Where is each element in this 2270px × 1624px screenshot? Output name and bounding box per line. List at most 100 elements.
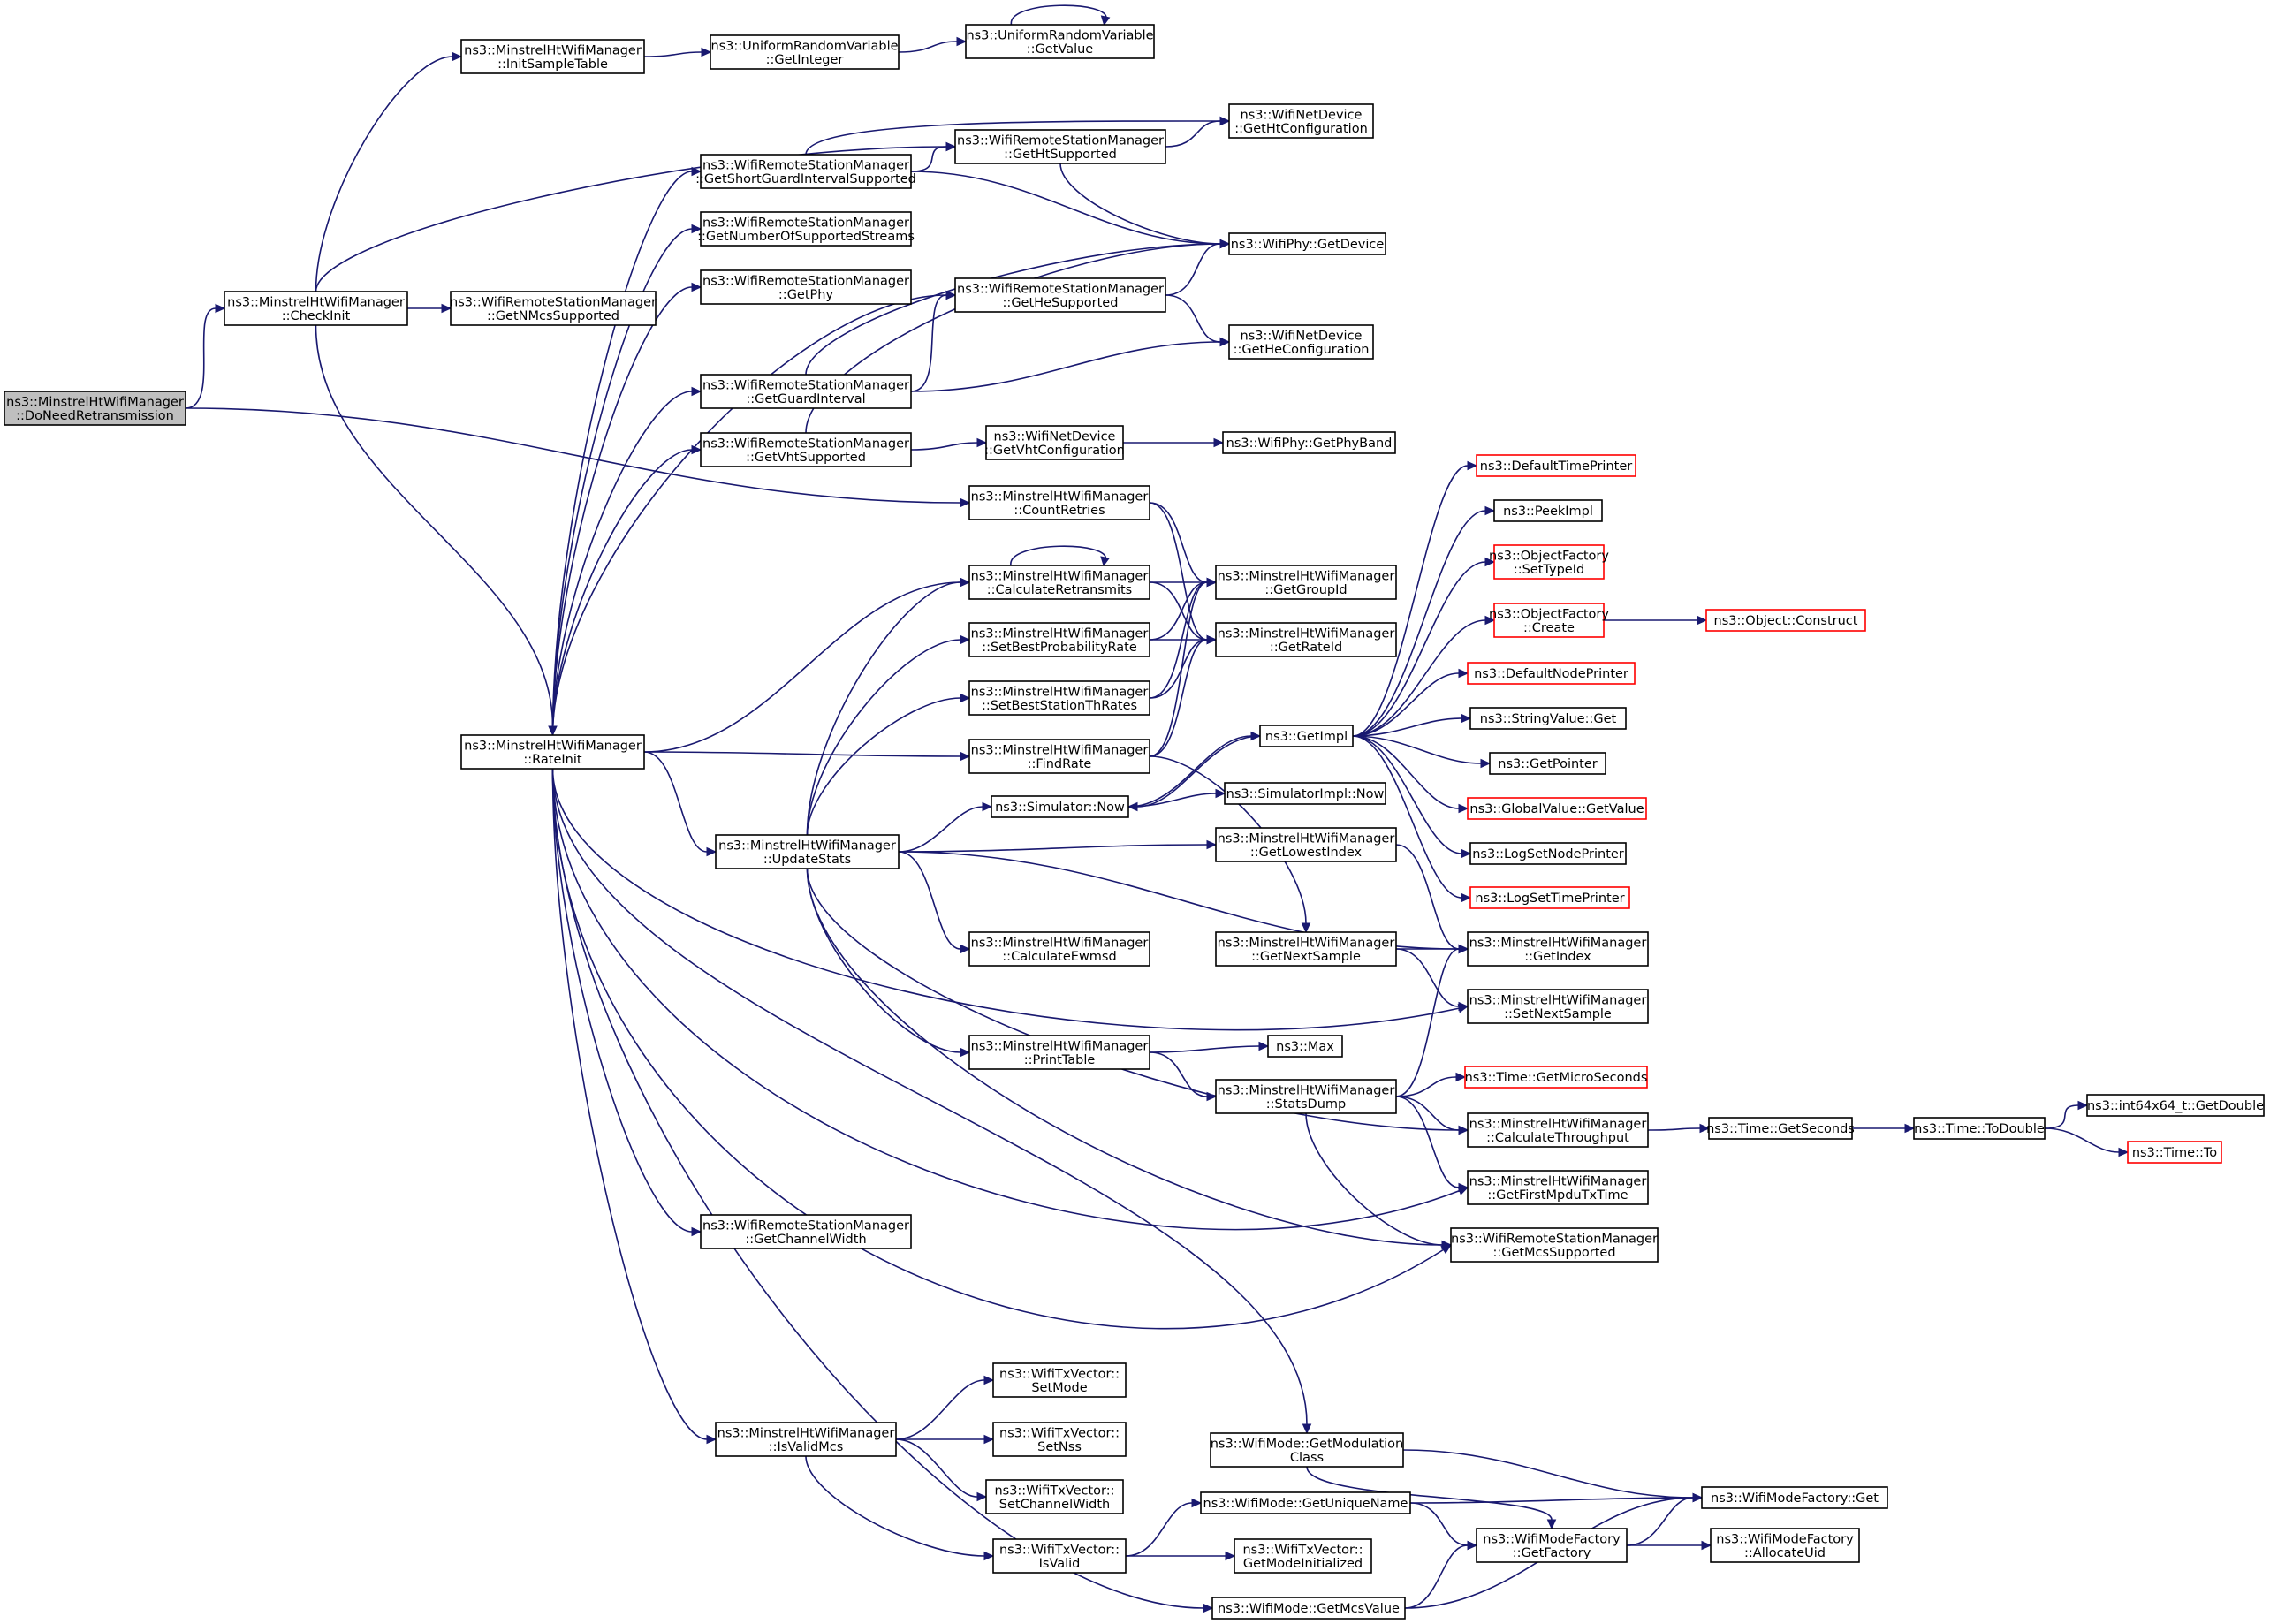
node-statsdump[interactable]: ns3::MinstrelHtWifiManager::StatsDump <box>1215 1079 1397 1114</box>
edge-arrowhead <box>982 801 993 812</box>
edge-checkinit-to-getnmcs <box>407 303 452 314</box>
node-int64getdouble[interactable]: ns3::int64x64_t::GetDouble <box>2086 1094 2265 1117</box>
node-logsettime[interactable]: ns3::LogSetTimePrinter <box>1469 886 1630 909</box>
node-label-line: ns3::WifiTxVector:: <box>999 1426 1120 1440</box>
edge-getlowest-to-getindex <box>1395 844 1469 954</box>
node-mfallocuid[interactable]: ns3::WifiModeFactory::AllocateUid <box>1710 1528 1860 1563</box>
node-txgetmodeinit[interactable]: ns3::WifiTxVector::GetModeInitialized <box>1234 1538 1372 1574</box>
node-findrate[interactable]: ns3::MinstrelHtWifiManager::FindRate <box>968 739 1150 774</box>
node-timegetsec[interactable]: ns3::Time::GetSeconds <box>1706 1117 1855 1140</box>
node-strvalget[interactable]: ns3::StringValue::Get <box>1469 707 1627 730</box>
node-mfget[interactable]: ns3::WifiModeFactory::Get <box>1701 1486 1888 1509</box>
node-label-line: ::AllocateUid <box>1744 1546 1826 1560</box>
node-getindex[interactable]: ns3::MinstrelHtWifiManager::GetIndex <box>1467 931 1649 967</box>
node-ofsettype[interactable]: ns3::ObjectFactory::SetTypeId <box>1489 544 1609 580</box>
node-getmcssup[interactable]: ns3::WifiRemoteStationManager::GetMcsSup… <box>1450 1227 1659 1263</box>
node-box <box>4 391 186 426</box>
node-mfgetfactory[interactable]: ns3::WifiModeFactory::GetFactory <box>1476 1528 1628 1563</box>
node-txsetchw[interactable]: ns3::WifiTxVector::SetChannelWidth <box>985 1479 1124 1514</box>
node-getpointer[interactable]: ns3::GetPointer <box>1489 752 1606 775</box>
node-box <box>1215 931 1397 967</box>
node-objconstruct[interactable]: ns3::Object::Construct <box>1705 609 1866 632</box>
node-getvht[interactable]: ns3::WifiRemoteStationManager::GetVhtSup… <box>700 432 912 467</box>
node-getchwidth[interactable]: ns3::WifiRemoteStationManager::GetChanne… <box>700 1214 912 1249</box>
node-gethe[interactable]: ns3::WifiRemoteStationManager::GetHeSupp… <box>954 277 1166 313</box>
node-urvgetint[interactable]: ns3::UniformRandomVariable::GetInteger <box>710 34 900 70</box>
node-label-line: IsValid <box>1039 1557 1081 1571</box>
edge-line <box>1395 948 1460 1007</box>
node-ratei[interactable]: ns3::MinstrelHtWifiManager::RateInit <box>460 734 645 770</box>
node-label-line: ::CalculateThroughput <box>1486 1131 1629 1145</box>
node-timeto[interactable]: ns3::Time::To <box>2127 1141 2222 1164</box>
node-phyband[interactable]: ns3::WifiPhy::GetPhyBand <box>1222 431 1396 454</box>
node-txsetmode[interactable]: ns3::WifiTxVector::SetMode <box>992 1362 1127 1398</box>
node-max[interactable]: ns3::Max <box>1267 1035 1343 1058</box>
edge-arrowhead <box>691 1226 702 1237</box>
node-label-line: ns3::UniformRandomVariable <box>966 28 1153 42</box>
node-getsgi[interactable]: ns3::WifiRemoteStationManager::GetShortG… <box>695 154 916 189</box>
node-getnextsample[interactable]: ns3::MinstrelHtWifiManager::GetNextSampl… <box>1215 931 1397 967</box>
edge-arrowhead <box>1484 505 1496 516</box>
node-getlowest[interactable]: ns3::MinstrelHtWifiManager::GetLowestInd… <box>1215 827 1397 862</box>
edge-line <box>185 307 216 409</box>
edge-arrowhead <box>1219 337 1231 347</box>
node-getht[interactable]: ns3::WifiRemoteStationManager::GetHtSupp… <box>954 129 1166 164</box>
node-netvhtcfg[interactable]: ns3::WifiNetDevice::GetVhtConfiguration <box>984 425 1125 460</box>
edge-arrowhead <box>1100 556 1110 567</box>
node-modgetmcs[interactable]: ns3::WifiMode::GetMcsValue <box>1211 1597 1406 1620</box>
node-isvalidmcs[interactable]: ns3::MinstrelHtWifiManager::IsValidMcs <box>715 1422 897 1457</box>
edge-line <box>315 146 947 292</box>
node-setnextsample[interactable]: ns3::MinstrelHtWifiManager::SetNextSampl… <box>1467 989 1649 1024</box>
edge-getimpl-to-logsetnode <box>1352 735 1472 859</box>
node-txisvalid[interactable]: ns3::WifiTxVector::IsValid <box>992 1538 1127 1574</box>
node-getnmcs[interactable]: ns3::WifiRemoteStationManager::GetNMcsSu… <box>450 291 657 326</box>
edge-arrowhead <box>1225 1551 1236 1561</box>
node-label-line: ns3::ObjectFactory <box>1489 607 1609 621</box>
node-getnss[interactable]: ns3::WifiRemoteStationManager::GetNumber… <box>697 211 915 247</box>
node-getimpl[interactable]: ns3::GetImpl <box>1259 725 1354 747</box>
node-printtable[interactable]: ns3::MinstrelHtWifiManager::PrintTable <box>968 1035 1150 1070</box>
node-label-line: ::SetTypeId <box>1514 563 1584 577</box>
edge-line <box>1395 1096 1460 1188</box>
edge-arrowhead <box>1206 1091 1218 1102</box>
node-label-line: ::GetNextSample <box>1251 950 1361 964</box>
node-setbestth[interactable]: ns3::MinstrelHtWifiManager::SetBestStati… <box>968 680 1150 716</box>
node-label-line: ns3::MinstrelHtWifiManager <box>971 569 1149 583</box>
node-simimplnow[interactable]: ns3::SimulatorImpl::Now <box>1224 782 1386 805</box>
node-simnow[interactable]: ns3::Simulator::Now <box>991 795 1129 818</box>
node-calcewmsd[interactable]: ns3::MinstrelHtWifiManager::CalculateEwm… <box>968 931 1150 967</box>
node-timetodouble[interactable]: ns3::Time::ToDouble <box>1913 1117 2046 1140</box>
node-modgetuname[interactable]: ns3::WifiMode::GetUniqueName <box>1200 1491 1411 1514</box>
node-countret[interactable]: ns3::MinstrelHtWifiManager::CountRetries <box>968 485 1150 520</box>
node-nethtconf[interactable]: ns3::WifiNetDevice::GetHtConfiguration <box>1228 103 1374 139</box>
edge-gethe-to-nethecfg <box>1165 294 1231 347</box>
node-phygetdev[interactable]: ns3::WifiPhy::GetDevice <box>1228 232 1386 255</box>
node-updatestats[interactable]: ns3::MinstrelHtWifiManager::UpdateStats <box>715 834 900 869</box>
node-deftimeprinter[interactable]: ns3::DefaultTimePrinter <box>1476 454 1636 477</box>
edge-line <box>551 391 693 736</box>
node-ofcreate[interactable]: ns3::ObjectFactory::Create <box>1489 603 1609 638</box>
node-getgroupid[interactable]: ns3::MinstrelHtWifiManager::GetGroupId <box>1215 565 1397 600</box>
node-logsetnode[interactable]: ns3::LogSetNodePrinter <box>1469 842 1627 865</box>
node-calcret[interactable]: ns3::MinstrelHtWifiManager::CalculateRet… <box>968 565 1150 600</box>
node-initsample[interactable]: ns3::MinstrelHtWifiManager::InitSampleTa… <box>460 39 645 74</box>
node-gvgetvalue[interactable]: ns3::GlobalValue::GetValue <box>1467 797 1647 820</box>
node-calcthr[interactable]: ns3::MinstrelHtWifiManager::CalculateThr… <box>1467 1112 1649 1148</box>
node-defnodeprinter[interactable]: ns3::DefaultNodePrinter <box>1467 662 1636 685</box>
node-getphy[interactable]: ns3::WifiRemoteStationManager::GetPhy <box>700 269 912 305</box>
node-getmicros[interactable]: ns3::Time::GetMicroSeconds <box>1464 1066 1648 1089</box>
node-txsetnss[interactable]: ns3::WifiTxVector::SetNss <box>992 1422 1127 1457</box>
node-urvgetval[interactable]: ns3::UniformRandomVariable::GetValue <box>965 24 1155 59</box>
node-setbestprob[interactable]: ns3::MinstrelHtWifiManager::SetBestProba… <box>968 622 1150 657</box>
edge-line <box>1395 1076 1457 1097</box>
node-box <box>1211 1597 1406 1620</box>
node-nethecfg[interactable]: ns3::WifiNetDevice::GetHeConfiguration <box>1228 324 1374 360</box>
node-getgi[interactable]: ns3::WifiRemoteStationManager::GetGuardI… <box>700 374 912 409</box>
edge-getsgi-to-phygetdev <box>910 171 1231 249</box>
node-getrateid[interactable]: ns3::MinstrelHtWifiManager::GetRateId <box>1215 622 1397 657</box>
node-peekimpl[interactable]: ns3::PeekImpl <box>1493 499 1603 522</box>
node-checkinit[interactable]: ns3::MinstrelHtWifiManager::CheckInit <box>224 291 408 326</box>
edge-line <box>185 407 961 504</box>
node-getfirstmpdu[interactable]: ns3::MinstrelHtWifiManager::GetFirstMpdu… <box>1467 1170 1649 1205</box>
